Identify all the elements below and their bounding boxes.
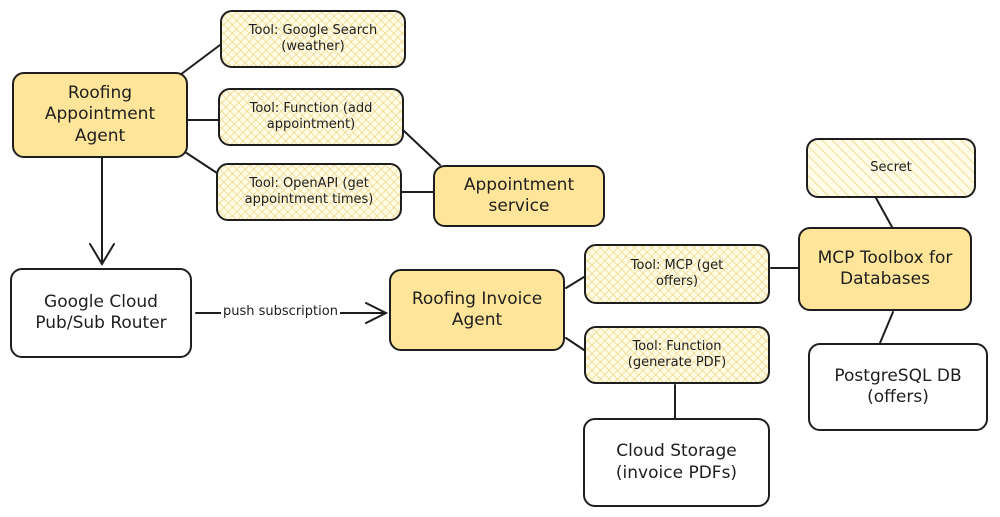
- edge-mcp-toolbox-to-postgres: [879, 311, 894, 344]
- edge-function-add-to-appointment-service: [402, 129, 441, 166]
- tool-openapi-get-appointment-times: Tool: OpenAPI (get appointment times): [216, 163, 402, 221]
- tool-function-add-appointment: Tool: Function (add appointment): [218, 88, 404, 146]
- roofing-appointment-agent: Roofing Appointment Agent: [12, 72, 188, 158]
- mcp-toolbox-for-databases: MCP Toolbox for Databases: [798, 227, 972, 311]
- tool-google-search: Tool: Google Search (weather): [220, 10, 406, 68]
- tool-mcp-get-offers: Tool: MCP (get offers): [584, 244, 770, 304]
- edge-invoice-agent-to-function-pdf: [565, 337, 585, 351]
- edge-secret-to-mcp-toolbox: [875, 197, 893, 228]
- pubsub-router: Google Cloud Pub/Sub Router: [10, 268, 192, 358]
- appointment-service: Appointment service: [433, 165, 605, 227]
- secret-node: Secret: [806, 138, 976, 198]
- arrowhead-pubsub-to-invoice-agent: [365, 302, 389, 324]
- cloud-storage: Cloud Storage (invoice PDFs): [583, 418, 770, 507]
- roofing-invoice-agent: Roofing Invoice Agent: [389, 269, 565, 351]
- edge-agent-to-google-search: [179, 44, 221, 76]
- edge-agent-to-openapi: [181, 149, 221, 176]
- edge-invoice-agent-to-tool-mcp: [565, 276, 585, 289]
- postgresql-db: PostgreSQL DB (offers): [808, 343, 988, 431]
- arrowhead-agent-to-pubsub: [89, 243, 115, 266]
- tool-function-generate-pdf: Tool: Function (generate PDF): [584, 326, 770, 384]
- push-subscription-label: push subscription: [221, 304, 340, 319]
